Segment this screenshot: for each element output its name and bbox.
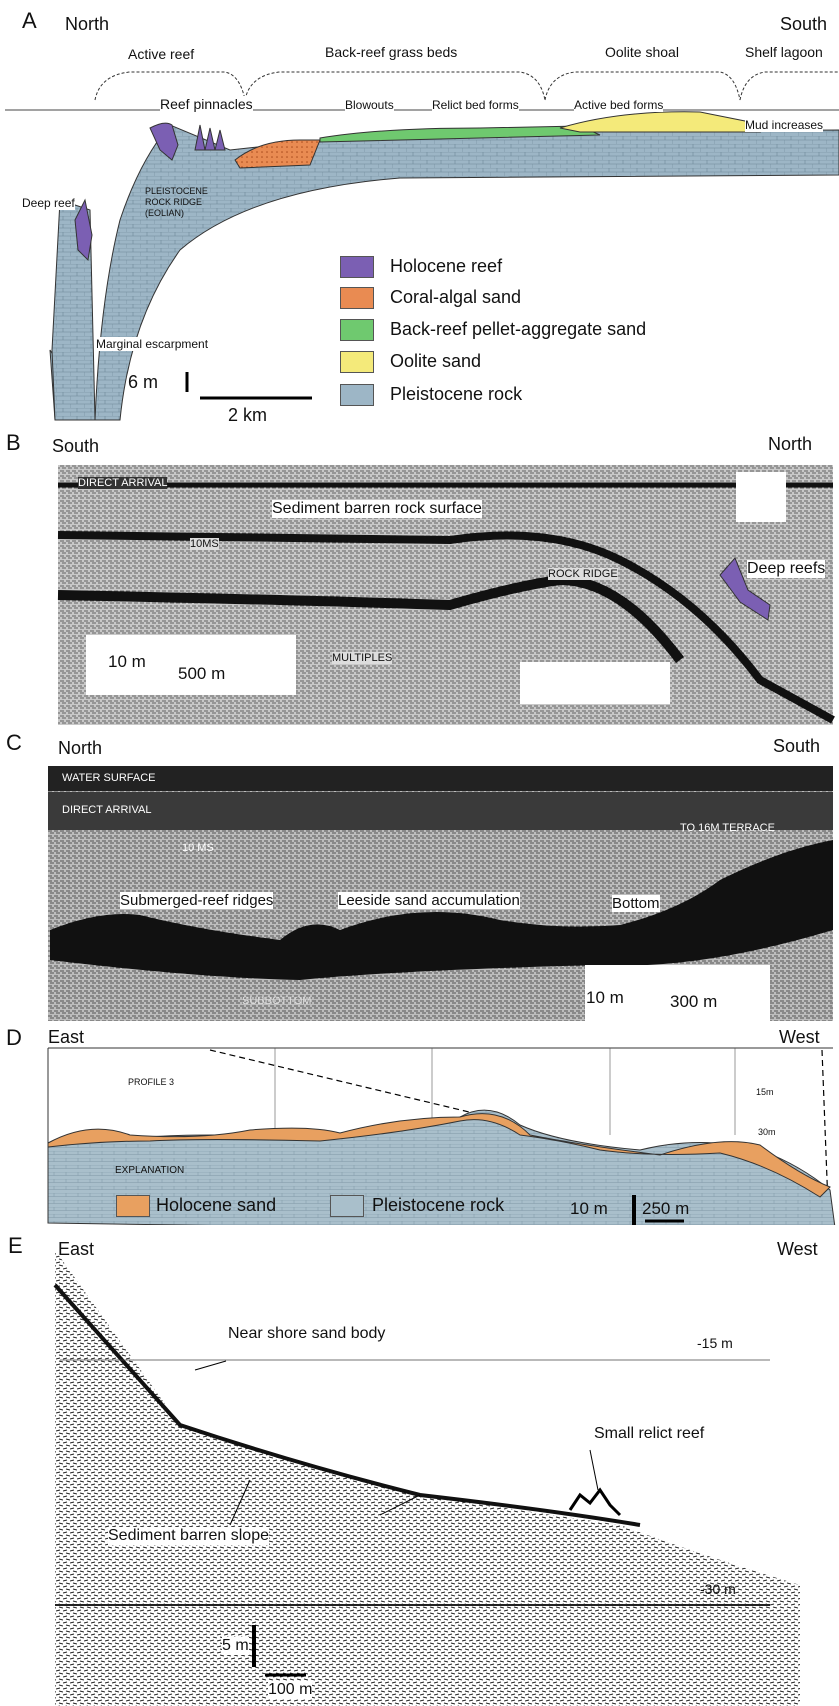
reef-pinnacles-label: Reef pinnacles <box>160 96 253 112</box>
d-profile-label: PROFILE 3 <box>128 1077 175 1087</box>
scale-v-b: 10 m <box>108 652 146 671</box>
legend-swatch-oolite <box>340 351 374 373</box>
zone-shelf: Shelf lagoon <box>745 44 823 60</box>
panel-d-label: D <box>6 1025 22 1050</box>
scale-h-e: 100 m <box>268 1681 313 1699</box>
deep-reef-label: Deep reef <box>22 196 75 210</box>
legend-swatch-back-reef <box>340 319 374 341</box>
panel-a: A North South Active reef Back-reef gras… <box>0 0 839 430</box>
panel-d-profile <box>47 1047 836 1225</box>
legend-swatch-holocene-reef <box>340 256 374 278</box>
panel-c: C North South WATER SURFACE DIRECT ARRIV… <box>0 730 839 1025</box>
mud-label: Mud increases <box>745 118 824 132</box>
d-left-dir: East <box>48 1027 85 1047</box>
d-right-dir: West <box>779 1027 820 1047</box>
scale-v-a: 6 m <box>128 372 159 392</box>
scale-v-d: 10 m <box>570 1199 608 1218</box>
panel-c-label: C <box>6 730 22 755</box>
north-label: North <box>65 14 110 34</box>
legend-pleistocene: Pleistocene rock <box>390 384 523 404</box>
legend-holocene-reef: Holocene reef <box>390 256 503 276</box>
d-legend-swatch-rock <box>330 1195 364 1217</box>
panel-d: D East West PROFILE 3 15m 30m EXPLANATIO… <box>0 1025 839 1225</box>
b-deep-label: Deep reefs <box>747 560 826 578</box>
panel-b-label-bg <box>0 430 839 463</box>
e-right-dir: West <box>777 1239 818 1259</box>
south-label: South <box>780 14 828 34</box>
d-legend-rock: Pleistocene rock <box>372 1195 505 1215</box>
ridge-label: PLEISTOCENE ROCK RIDGE (EOLIAN) <box>145 186 208 218</box>
c-subbottom-label: SUBBOTTOM <box>242 995 312 1007</box>
escarpment-label: Marginal escarpment <box>96 337 209 351</box>
d-explanation-label: EXPLANATION <box>115 1165 185 1176</box>
legend-oolite: Oolite sand <box>390 351 482 371</box>
b-multiples-label: MULTIPLES <box>332 652 393 664</box>
panel-b-blank-box <box>736 472 786 522</box>
e-left-dir: East <box>58 1239 95 1259</box>
b-barren-label: Sediment barren rock surface <box>272 500 482 518</box>
d-30m-label: 30m <box>758 1127 776 1137</box>
d-15m-label: 15m <box>756 1087 774 1097</box>
c-left-dir: North <box>58 738 103 758</box>
b-right-dir: North <box>768 434 813 454</box>
panel-b-scale-box <box>86 635 296 695</box>
zone-back-reef: Back-reef grass beds <box>325 44 458 60</box>
c-terrace-label: TO 16M TERRACE <box>680 822 775 834</box>
d-legend-sand: Holocene sand <box>156 1195 277 1215</box>
c-direct-label: DIRECT ARRIVAL <box>62 804 152 816</box>
scale-v-e: 5 m <box>222 1637 249 1655</box>
b-direct-label: DIRECT ARRIVAL <box>78 477 168 489</box>
scale-h-d: 250 m <box>642 1199 690 1218</box>
zone-oolite: Oolite shoal <box>605 44 679 60</box>
relict-label: Relict bed forms <box>432 98 519 112</box>
e-30m-label: -30 m <box>700 1581 736 1597</box>
e-slope-label: Sediment barren slope <box>108 1527 269 1545</box>
panel-a-label: A <box>22 8 37 33</box>
b-ms-label: 10MS <box>190 538 219 550</box>
c-ms-label: 10 MS <box>182 842 214 854</box>
e-relict-label: Small relict reef <box>594 1425 705 1443</box>
legend-coral-algal: Coral-algal sand <box>390 287 522 307</box>
legend-back-reef: Back-reef pellet-aggregate sand <box>390 319 647 339</box>
scale-h-b: 500 m <box>178 664 226 683</box>
panel-c-scale-box <box>585 965 770 1023</box>
c-bottom-label: Bottom <box>612 895 660 912</box>
legend-swatch-coral-algal <box>340 287 374 309</box>
legend-swatch-pleistocene <box>340 384 374 406</box>
blowouts-label: Blowouts <box>345 98 394 112</box>
b-ridge-label: ROCK RIDGE <box>548 568 618 580</box>
panel-e-seismic <box>53 1250 800 1706</box>
e-sand-label: Near shore sand body <box>228 1325 386 1343</box>
scale-v-c: 10 m <box>586 988 624 1007</box>
scale-h-c: 300 m <box>670 992 718 1011</box>
active-bed-label: Active bed forms <box>574 98 664 112</box>
c-right-dir: South <box>773 736 821 756</box>
c-ridges-label: Submerged-reef ridges <box>120 892 274 909</box>
b-left-dir: South <box>52 436 100 456</box>
panel-e-label: E <box>8 1233 23 1258</box>
panel-b-label: B <box>6 430 21 455</box>
scale-h-a: 2 km <box>228 405 268 425</box>
c-water-label: WATER SURFACE <box>62 772 156 784</box>
panel-b: B South North DIRECT ARRIVAL Sediment ba… <box>0 430 839 730</box>
c-leeside-label: Leeside sand accumulation <box>338 892 520 909</box>
e-15m-label: -15 m <box>697 1335 733 1351</box>
zone-active-reef: Active reef <box>128 46 195 62</box>
panel-b-blank-box-2 <box>520 662 670 704</box>
panel-e: E East West Near shore sand body -15 m S… <box>0 1225 839 1706</box>
d-legend-swatch-sand <box>116 1195 150 1217</box>
